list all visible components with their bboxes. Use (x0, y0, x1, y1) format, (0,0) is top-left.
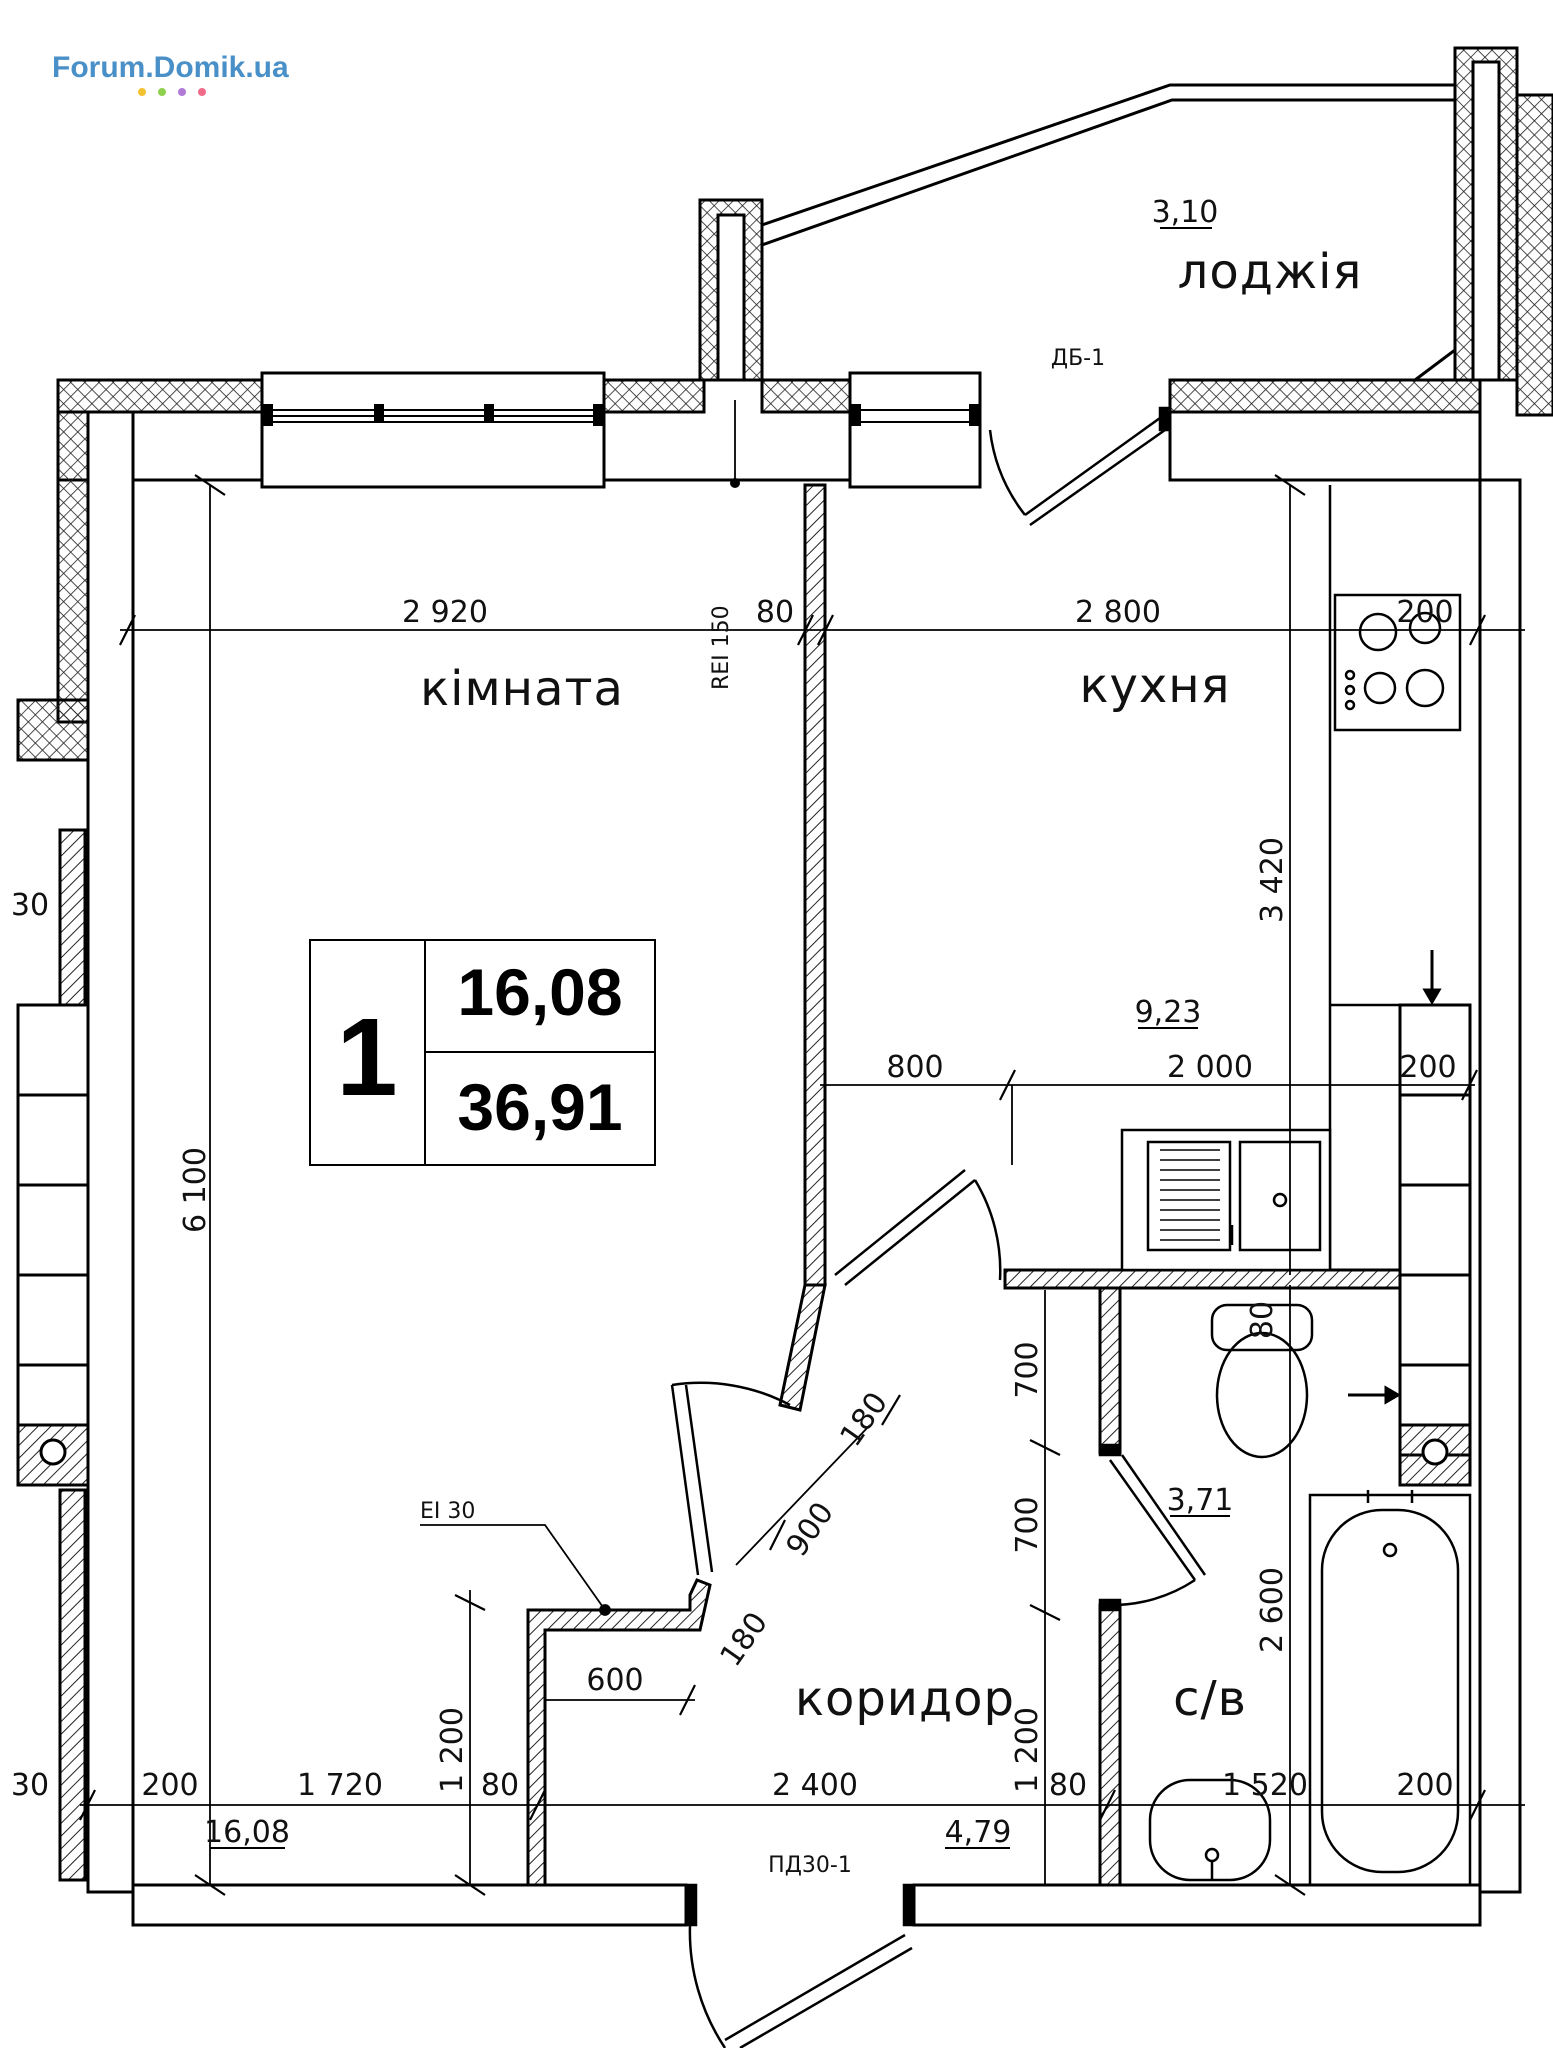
dim-1520: 1 520 (1222, 1768, 1308, 1803)
dim-200-top: 200 (1396, 595, 1453, 630)
room-label-room: кімната (420, 661, 624, 717)
loggia-outline (761, 83, 1457, 382)
mark-fire-wall: REI 150 (709, 605, 734, 690)
room-label-kitchen: кухня (1079, 658, 1230, 714)
area-kitchen: 9,23 (1135, 995, 1202, 1030)
element-marks: ДБ-1 ПД30-1 REI 150 EI 30 (420, 346, 1105, 1878)
dimension-lines (80, 400, 1525, 1885)
dim-2600: 2 600 (1255, 1567, 1290, 1653)
dim-30-lower: 30 (11, 1768, 49, 1803)
exterior-walls (16, 46, 1553, 1927)
dim-80-bottom-right: 80 (1049, 1768, 1087, 1803)
dim-1200-right: 1 200 (1010, 1707, 1045, 1793)
living-area-value: 16,08 (457, 955, 622, 1029)
total-area-value: 36,91 (457, 1070, 622, 1144)
dim-200-right: 200 (1396, 1768, 1453, 1803)
neighbor-ducts (16, 828, 90, 1882)
dim-180-lower: 180 (713, 1606, 775, 1673)
dim-900: 900 (779, 1496, 841, 1563)
dim-1720: 1 720 (297, 1768, 383, 1803)
dim-700-lower: 700 (1010, 1496, 1045, 1553)
mark-fire-door: EI 30 (420, 1499, 475, 1524)
watermark-text: Forum.Domik.ua (52, 51, 289, 84)
dim-2000: 2 000 (1167, 1050, 1253, 1085)
dim-1200-left: 1 200 (435, 1707, 470, 1793)
area-room: 16,08 (204, 1815, 290, 1850)
dim-2400: 2 400 (772, 1768, 858, 1803)
dim-700-upper: 700 (1010, 1341, 1045, 1398)
dim-80-wc: 80 (1245, 1301, 1280, 1339)
room-label-bathroom: с/в (1173, 1671, 1247, 1727)
interior-doors (670, 1169, 1207, 2048)
bathroom-fixtures (1148, 1303, 1472, 1887)
dim-2800: 2 800 (1075, 595, 1161, 630)
watermark-dots (138, 88, 206, 96)
area-loggia: 3,10 (1152, 195, 1219, 230)
dim-3420: 3 420 (1255, 837, 1290, 923)
window-glazing (261, 404, 981, 426)
area-corridor: 4,79 (945, 1815, 1012, 1850)
rooms-count: 1 (336, 996, 397, 1119)
balcony-door (988, 406, 1172, 527)
room-label-loggia: лоджія (1178, 244, 1363, 300)
mark-entry-door: ПД30-1 (768, 1853, 852, 1878)
dim-30-upper: 30 (11, 888, 49, 923)
dim-80-top: 80 (756, 595, 794, 630)
dim-6100: 6 100 (178, 1147, 213, 1233)
dim-600: 600 (586, 1663, 643, 1698)
dim-800: 800 (886, 1050, 943, 1085)
dim-2920: 2 920 (402, 595, 488, 630)
apartment-summary: 1 16,08 36,91 (309, 939, 656, 1166)
fire-wall-marker (730, 478, 740, 488)
area-bathroom: 3,71 (1167, 1483, 1234, 1518)
dim-200-left: 200 (141, 1768, 198, 1803)
ventilation-ducts (1348, 950, 1472, 1487)
dim-80-bottom-left: 80 (481, 1768, 519, 1803)
room-label-corridor: коридор (795, 1671, 1015, 1727)
room-labels: кімната кухня лоджія коридор с/в (420, 244, 1363, 1727)
room-areas: 3,10 9,23 3,71 16,08 4,79 (204, 195, 1233, 1850)
dimension-ticks (79, 474, 1486, 1896)
fire-door-leader (420, 1524, 611, 1616)
kitchen-equipment (1120, 485, 1462, 1272)
mark-balcony-door: ДБ-1 (1051, 346, 1105, 371)
dim-200-mid: 200 (1399, 1050, 1456, 1085)
